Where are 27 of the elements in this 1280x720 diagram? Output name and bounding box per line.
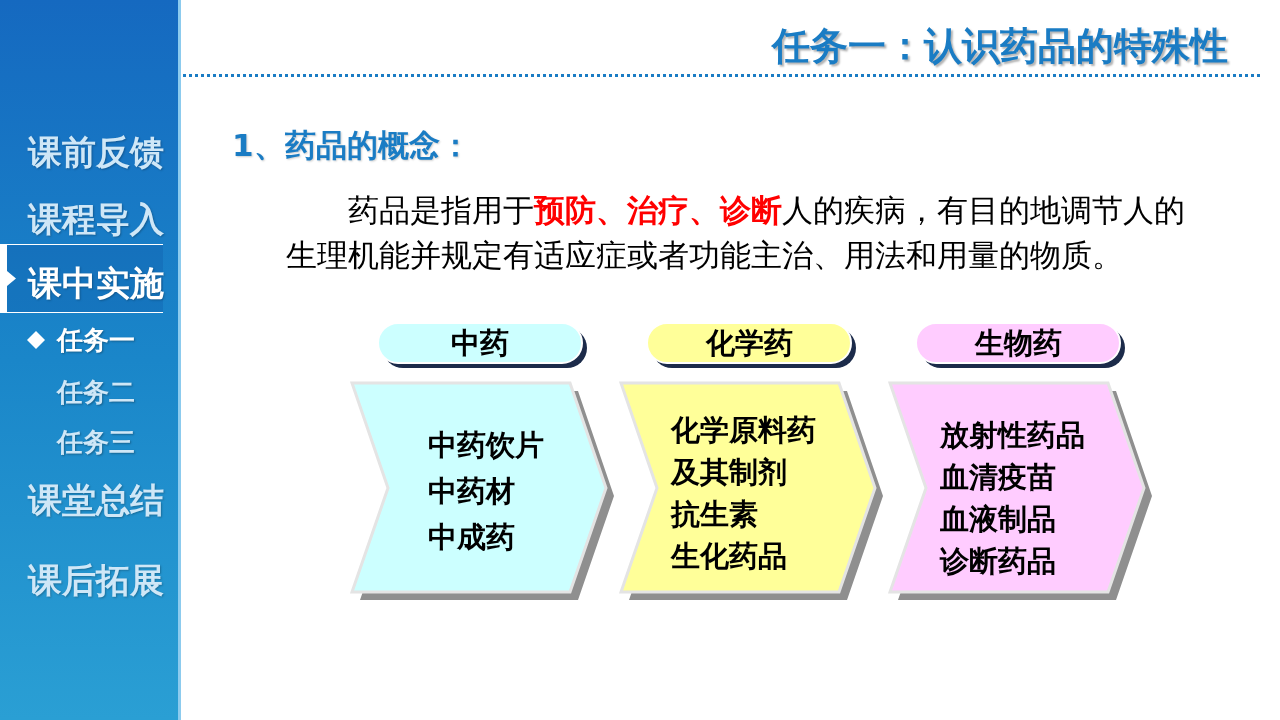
category-pill xyxy=(646,322,858,370)
nav-item: 课中实施 xyxy=(28,262,164,304)
nav-item: 课堂总结 xyxy=(28,479,164,521)
list-item-text: 血液制品 xyxy=(940,501,1057,538)
list-item-text: 中药材 xyxy=(428,473,516,510)
category-label: 化学药 xyxy=(704,325,794,362)
category-label: 生物药 xyxy=(973,325,1063,362)
sub-nav-item: 任务三 xyxy=(57,426,135,458)
list-item-text: 血清疫苗 xyxy=(940,459,1057,496)
list-item-text: 诊断药品 xyxy=(940,543,1057,580)
sub-nav-item: 任务一 xyxy=(57,324,135,356)
list-item-text: 抗生素 xyxy=(671,496,759,533)
list-item-text: 中成药 xyxy=(428,519,516,556)
category-label: 中药 xyxy=(450,325,510,362)
category-pill xyxy=(377,322,589,370)
list-item-text: 化学原料药及其制剂 xyxy=(671,412,817,491)
list-item-text: 中药饮片 xyxy=(428,427,545,464)
sub-nav-item: 任务二 xyxy=(57,376,135,408)
slide-title: 任务一：认识药品的特殊性 xyxy=(772,23,1228,70)
section-heading: 1、药品的概念： xyxy=(232,126,471,164)
list-item-text: 放射性药品 xyxy=(940,417,1086,454)
nav-item: 课前反馈 xyxy=(28,131,164,173)
nav-item: 课后拓展 xyxy=(28,559,164,601)
definition-paragraph: 药品是指用于预防、治疗、诊断人的疾病，有目的地调节人的生理机能并规定有适应症或者功能主治、用法和用量的物质。 xyxy=(286,191,1186,275)
list-item-text: 生化药品 xyxy=(671,538,788,575)
nav-item: 课程导入 xyxy=(28,198,164,240)
category-pill xyxy=(915,322,1127,370)
